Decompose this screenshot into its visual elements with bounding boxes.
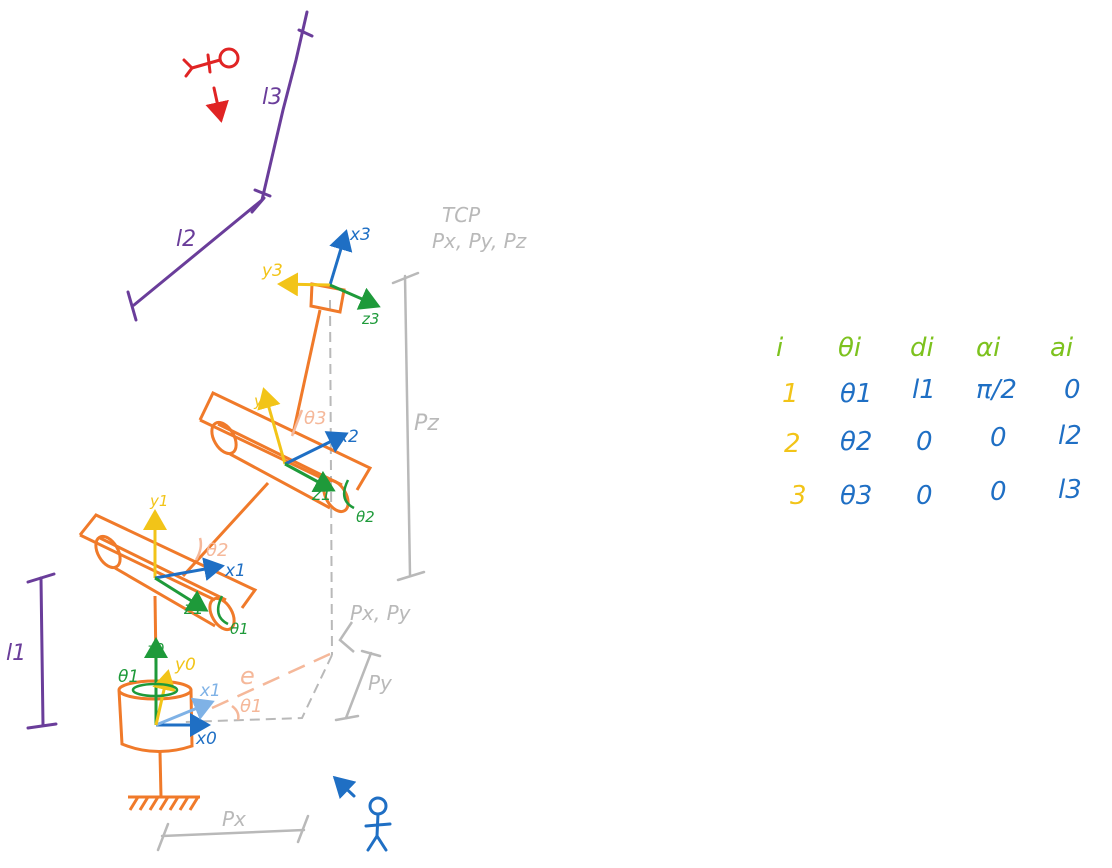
angle-arcs xyxy=(194,409,331,721)
z3-label: z3 xyxy=(361,310,379,328)
x1-label: x1 xyxy=(224,561,246,581)
x1-light-label: x1 xyxy=(199,681,221,701)
dh-row-2-a: l2 xyxy=(1058,421,1082,451)
l1-dimension xyxy=(26,572,58,730)
dh-row-1-d: l1 xyxy=(912,375,936,405)
y1-label: y1 xyxy=(149,492,168,510)
dh-header-i: i xyxy=(776,333,784,363)
tcp-label: TCP xyxy=(442,203,481,227)
pz-label: Pz xyxy=(414,411,439,436)
y0-label: y0 xyxy=(174,655,196,675)
l2-dimension xyxy=(126,196,266,322)
dh-header-a: ai xyxy=(1050,333,1074,363)
dh-row-1: 1 θ1 l1 π/2 0 xyxy=(782,375,1081,409)
px-label: Px xyxy=(222,807,246,831)
dh-row-2-alpha: 0 xyxy=(990,423,1007,453)
x2-label: x2 xyxy=(337,427,359,447)
pz-dimension xyxy=(391,271,426,582)
observer-bottom-icon xyxy=(332,775,392,852)
dh-header-alpha: αi xyxy=(976,333,1001,363)
l1-label: l1 xyxy=(6,641,26,666)
base-ground xyxy=(128,751,200,811)
dh-row-2-theta: θ2 xyxy=(840,427,872,457)
py-dimension xyxy=(334,649,382,722)
dh-row-3: 3 θ3 0 0 l3 xyxy=(790,475,1082,511)
x0-label: x0 xyxy=(195,729,217,749)
dh-header-row: i θi di αi ai xyxy=(776,333,1074,363)
link-2 xyxy=(181,481,270,578)
l3-dimension xyxy=(253,10,314,202)
dh-row-1-a: 0 xyxy=(1064,375,1081,405)
projection-lines xyxy=(184,299,333,723)
dh-row-2-i: 2 xyxy=(784,429,801,459)
dh-row-1-alpha: π/2 xyxy=(976,375,1017,405)
dh-row-3-theta: θ3 xyxy=(840,481,872,511)
tcp-coords-label: Px, Py, Pz xyxy=(432,229,527,253)
theta2-angle-label: θ2 xyxy=(206,540,228,561)
z0-label: z0 xyxy=(146,640,164,658)
px-dimension xyxy=(156,814,310,852)
link-3 xyxy=(291,309,322,435)
x3-label: x3 xyxy=(349,225,371,245)
theta1-angle-label: θ1 xyxy=(240,696,262,717)
dh-row-3-d: 0 xyxy=(916,481,933,511)
theta2-joint-label: θ2 xyxy=(356,508,375,526)
z1-label: z1 xyxy=(183,599,204,619)
dh-row-3-a: l3 xyxy=(1058,475,1082,505)
theta1-base-label: θ1 xyxy=(118,667,139,687)
pxpy-marker xyxy=(338,621,355,653)
z2-label: z1 xyxy=(311,485,332,505)
y2-label: y2 xyxy=(253,392,272,410)
dh-header-theta: θi xyxy=(838,333,862,363)
dh-header-d: di xyxy=(910,333,935,363)
frame-1-axes xyxy=(143,509,229,626)
frame-3-axes xyxy=(277,229,381,310)
y3-label: y3 xyxy=(261,261,283,281)
l2-label: l2 xyxy=(176,227,196,252)
pxpy-label: Px, Py xyxy=(350,601,412,625)
e-label: e xyxy=(240,662,255,690)
observer-top-icon xyxy=(182,47,240,123)
dh-row-1-i: 1 xyxy=(782,379,799,409)
frame-0-axes xyxy=(131,637,215,737)
dh-row-1-theta: θ1 xyxy=(840,379,872,409)
joint-1-cylinder xyxy=(78,513,258,632)
frame-2-axes xyxy=(257,387,355,510)
dh-row-2: 2 θ2 0 0 l2 xyxy=(784,421,1082,459)
py-label: Py xyxy=(368,671,393,695)
dh-row-2-d: 0 xyxy=(916,427,933,457)
theta1-joint-label: θ1 xyxy=(230,620,249,638)
dh-row-3-alpha: 0 xyxy=(990,477,1007,507)
l3-label: l3 xyxy=(262,85,282,110)
dh-row-3-i: 3 xyxy=(790,481,807,511)
dh-table: i θi di αi ai 1 θ1 l1 π/2 0 2 θ2 0 0 l2 … xyxy=(776,333,1082,511)
theta3-angle-label: θ3 xyxy=(304,408,326,429)
